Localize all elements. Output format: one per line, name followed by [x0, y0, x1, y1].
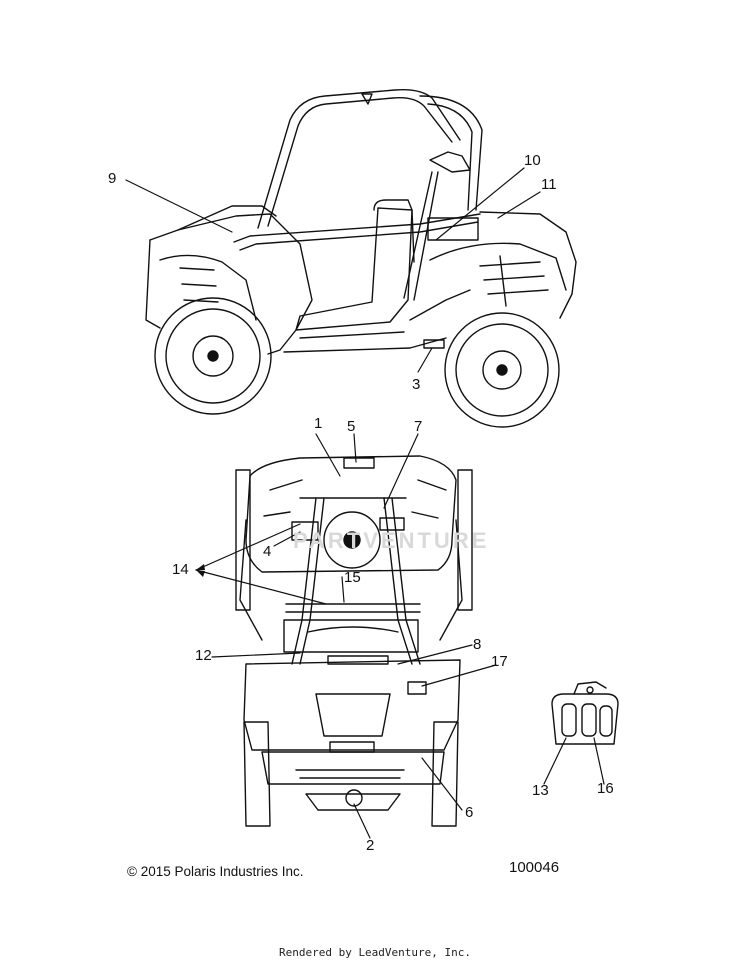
front-bumper: [261, 751, 445, 785]
callout-14: 14: [172, 561, 189, 578]
decal-10: [427, 217, 479, 241]
callout-1: 1: [314, 415, 323, 432]
callout-17: 17: [491, 653, 508, 670]
callout-6: 6: [465, 804, 474, 821]
rocker-panel: [283, 337, 447, 353]
decal-5: [343, 457, 375, 469]
front-right-tire: [431, 721, 459, 827]
rendered-by-footer: Rendered by LeadVenture, Inc.: [278, 946, 472, 959]
fuel-tank-detail: [551, 681, 619, 745]
decal-4: [291, 521, 319, 541]
front-wheel: [154, 297, 272, 415]
callout-8: 8: [473, 636, 482, 653]
front-body-top: [243, 659, 461, 751]
roll-cage-inner: [267, 96, 453, 227]
roll-cage-rear: [419, 95, 483, 211]
hood-top: [315, 693, 391, 737]
decal-3: [423, 339, 445, 349]
side-view-vehicle: [145, 88, 577, 428]
copyright-text: © 2015 Polaris Industries Inc.: [127, 864, 304, 879]
callout-16: 16: [597, 780, 614, 797]
front-body: [149, 213, 313, 355]
rear-wheel: [444, 312, 560, 428]
callout-11: 11: [541, 176, 557, 193]
seats-top: [283, 619, 419, 653]
rear-body-top: [245, 455, 457, 573]
hood: [177, 205, 277, 231]
top-view-vehicle: [235, 455, 473, 827]
callout-2: 2: [366, 837, 375, 854]
callout-12: 12: [195, 647, 212, 664]
steering-wheel: [323, 511, 381, 569]
decal-8: [327, 655, 389, 665]
polaris-badge: [329, 741, 375, 753]
callout-7: 7: [414, 418, 423, 435]
callout-4: 4: [263, 543, 272, 560]
callout-3: 3: [412, 376, 421, 393]
callout-13: 13: [532, 782, 549, 799]
decal-17: [407, 681, 427, 695]
figure-number: 100046: [509, 859, 560, 876]
roll-cage-front: [257, 88, 461, 229]
leader-lines: [125, 167, 605, 839]
callout-5: 5: [347, 418, 356, 435]
rear-body: [479, 211, 577, 319]
front-left-tire: [243, 721, 271, 827]
callout-9: 9: [108, 170, 117, 187]
tank-outline: [551, 693, 619, 745]
watermark: PARTVENTURE: [293, 528, 490, 553]
callout-15: 15: [344, 569, 361, 586]
callout-10: 10: [524, 152, 541, 169]
